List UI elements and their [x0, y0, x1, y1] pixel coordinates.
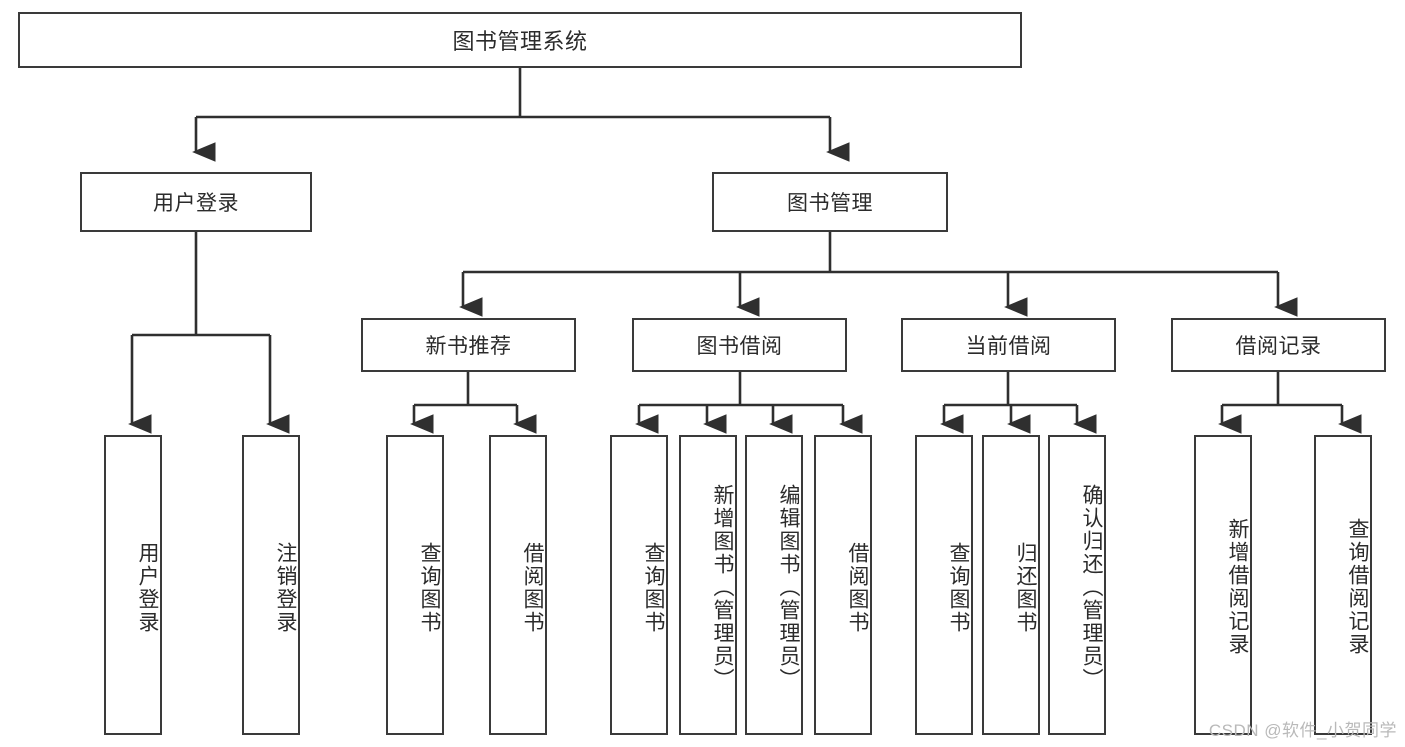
node-label: 查询借阅记录 — [1346, 518, 1369, 656]
node-current-borrow[interactable]: 当前借阅 — [901, 318, 1116, 372]
node-label: 新书推荐 — [425, 335, 512, 358]
node-label: 新增借阅记录 — [1226, 518, 1249, 656]
node-label: 借阅图书 — [846, 542, 869, 634]
node-label: 用户登录 — [153, 192, 239, 215]
node-label: 注销登录 — [274, 542, 297, 634]
leaf-user-logout[interactable]: 注销登录 — [242, 435, 300, 735]
node-label: 借阅图书 — [521, 542, 544, 634]
watermark: CSDN @软件_小贺同学 — [1208, 721, 1397, 740]
leaf-add-borrow-record[interactable]: 新增借阅记录 — [1194, 435, 1252, 735]
node-label: 图书借阅 — [696, 335, 783, 358]
node-label: 编辑图书（管理员） — [777, 483, 800, 691]
node-root-system[interactable]: 图书管理系统 — [18, 12, 1022, 68]
node-label: 用户登录 — [136, 542, 159, 634]
leaf-add-book-admin[interactable]: 新增图书（管理员） — [679, 435, 737, 735]
leaf-user-login[interactable]: 用户登录 — [104, 435, 162, 735]
node-label: 新增图书（管理员） — [711, 483, 734, 691]
node-label: 查询图书 — [418, 542, 441, 634]
node-borrow-record[interactable]: 借阅记录 — [1171, 318, 1386, 372]
node-label: 确认归还（管理员） — [1080, 483, 1103, 691]
node-label: 借阅记录 — [1235, 335, 1322, 358]
leaf-query-book-borrow[interactable]: 查询图书 — [610, 435, 668, 735]
node-label: 图书管理 — [787, 192, 873, 215]
node-book-management[interactable]: 图书管理 — [712, 172, 948, 232]
leaf-edit-book-admin[interactable]: 编辑图书（管理员） — [745, 435, 803, 735]
node-label: 图书管理系统 — [452, 29, 588, 54]
leaf-query-book-current[interactable]: 查询图书 — [915, 435, 973, 735]
node-label: 当前借阅 — [965, 335, 1052, 358]
node-new-book-recommend[interactable]: 新书推荐 — [361, 318, 576, 372]
leaf-return-book[interactable]: 归还图书 — [982, 435, 1040, 735]
node-label: 查询图书 — [947, 542, 970, 634]
leaf-borrow-book[interactable]: 借阅图书 — [814, 435, 872, 735]
node-book-borrow[interactable]: 图书借阅 — [632, 318, 847, 372]
leaf-confirm-return-admin[interactable]: 确认归还（管理员） — [1048, 435, 1106, 735]
node-label: 归还图书 — [1014, 542, 1037, 634]
leaf-borrow-book-recommend[interactable]: 借阅图书 — [489, 435, 547, 735]
node-label: 查询图书 — [642, 542, 665, 634]
leaf-query-book-recommend[interactable]: 查询图书 — [386, 435, 444, 735]
leaf-query-borrow-record[interactable]: 查询借阅记录 — [1314, 435, 1372, 735]
node-user-login[interactable]: 用户登录 — [80, 172, 312, 232]
